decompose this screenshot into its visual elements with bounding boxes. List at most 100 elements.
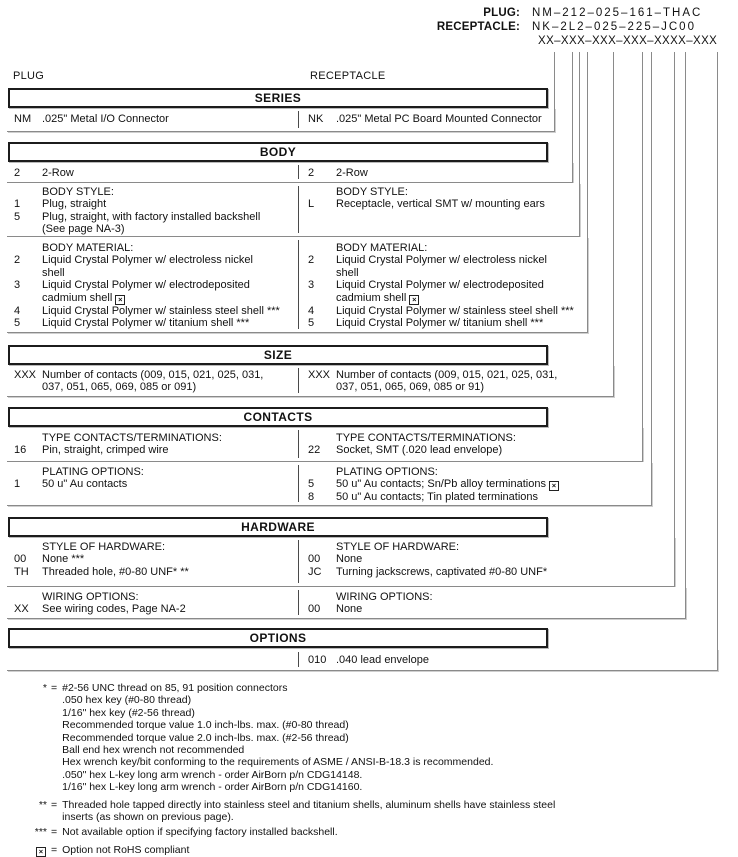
option-text-line: Turning jackscrews, captivated #0-80 UNF… [336, 565, 548, 578]
plug-part-number-row: PLUG: NM–212–025–161–THAC [320, 6, 736, 20]
part-number-block: PLUG: NM–212–025–161–THAC RECEPTACLE: NK… [320, 6, 736, 48]
section-title: BODY [259, 145, 297, 159]
option-text-line: 50 u" Au contacts; Tin plated terminatio… [336, 491, 539, 504]
option-text-line: Liquid Crystal Polymer w/ electrodeposit… [42, 279, 250, 292]
footnote-lines: Threaded hole tapped directly into stain… [62, 799, 738, 824]
option-text: .025" Metal I/O Connector [42, 113, 297, 125]
connector-line-size [613, 52, 614, 366]
option-text-line: Threaded hole, #0-80 UNF* ** [42, 565, 189, 578]
option-code: 00 [308, 553, 321, 566]
option-row: TH Threaded hole, #0-80 UNF* ** [14, 566, 297, 578]
connector-line-hardware-style [674, 52, 675, 538]
option-row: NK .025" Metal PC Board Mounted Connector [308, 113, 549, 125]
option-text-line: 037, 051, 065, 069, 085 or 91) [336, 381, 485, 394]
footnote: ***=Not available option if specifying f… [30, 826, 738, 838]
section-title: SERIES [254, 91, 302, 105]
footnote-line: Not available option if specifying facto… [62, 826, 338, 839]
option-text: None *** [42, 553, 297, 565]
footnote-marker: ** [38, 798, 47, 811]
column-divider [298, 165, 299, 179]
option-text-line: Liquid Crystal Polymer w/ stainless stee… [42, 304, 280, 317]
option-row: L Receptacle, vertical SMT w/ mounting ea… [308, 198, 574, 210]
footnote-lines: Not available option if specifying facto… [62, 826, 738, 838]
option-text-line: .025" Metal PC Board Mounted Connector [336, 113, 542, 125]
footnote-line: 1/16" hex key (#2-56 thread) [62, 706, 195, 719]
option-text: None [336, 603, 680, 615]
option-text-line: Number of contacts (009, 015, 021, 025, … [42, 369, 264, 381]
option-group-label: STYLE OF HARDWARE: [336, 541, 460, 553]
column-divider [298, 186, 299, 233]
option-text-line: 50 u" Au contacts [42, 478, 128, 491]
section-header-series: SERIES [8, 88, 548, 108]
footnote-equals: = [51, 826, 58, 839]
option-code: 2 [14, 167, 21, 179]
option-code: 5 [308, 317, 315, 330]
option-text: Liquid Crystal Polymer w/ electrodeposit… [42, 279, 297, 305]
option-row: NM.025" Metal I/O Connector [14, 113, 297, 125]
option-text-line: None [336, 553, 363, 566]
option-text: Receptacle, vertical SMT w/ mounting ear… [336, 198, 574, 210]
section-title: HARDWARE [241, 520, 315, 534]
option-text: Liquid Crystal Polymer w/ electroless ni… [336, 254, 582, 279]
option-text-line: Liquid Crystal Polymer w/ electroless ni… [336, 254, 547, 267]
option-code: 3 [14, 279, 21, 292]
option-text-line: Plug, straight, with factory installed b… [42, 210, 261, 223]
option-text: 50 u" Au contacts; Sn/Pb alloy terminati… [336, 478, 646, 492]
option-code: NK [308, 113, 324, 125]
option-row: 00 None [308, 553, 669, 565]
option-code: TH [14, 565, 29, 578]
option-text-line: shell [42, 266, 65, 279]
footnote-line: #2-56 UNC thread on 85, 91 position conn… [62, 682, 288, 694]
option-code: 1 [14, 478, 21, 491]
section-header-contacts: CONTACTS [8, 407, 548, 427]
option-text: 50 u" Au contacts; Tin plated terminatio… [336, 491, 646, 503]
option-group-label: STYLE OF HARDWARE: [42, 541, 166, 553]
plug-part-number-label: PLUG: [483, 7, 520, 19]
option-text-line: Liquid Crystal Polymer w/ electroless ni… [42, 254, 253, 267]
option-text: Liquid Crystal Polymer w/ stainless stee… [336, 305, 582, 317]
option-text: Liquid Crystal Polymer w/ electroless ni… [42, 254, 297, 279]
subsection-options: 010.040 lead envelope [7, 649, 718, 671]
footnote-line: inserts (as shown on previous page). [62, 811, 234, 824]
option-code: 5 [14, 317, 21, 330]
option-code: 8 [308, 491, 315, 504]
column-divider [298, 368, 299, 393]
option-code: JC [308, 565, 322, 578]
option-text: Liquid Crystal Polymer w/ titanium shell… [42, 317, 297, 329]
option-text-line: .025" Metal I/O Connector [42, 113, 169, 125]
option-text: Pin, straight, crimped wire [42, 444, 297, 456]
connector-line-options [717, 52, 718, 650]
option-text: Plug, straight, with factory installed b… [42, 211, 297, 236]
option-group-label: BODY MATERIAL: [336, 242, 428, 254]
option-text: Liquid Crystal Polymer w/ titanium shell… [336, 317, 582, 329]
footnote: *=#2-56 UNC thread on 85, 91 position co… [30, 682, 738, 794]
section-header-size: SIZE [8, 345, 548, 365]
option-row: JC Turning jackscrews, captivated #0-80 U… [308, 566, 669, 578]
option-code: L [308, 198, 315, 211]
